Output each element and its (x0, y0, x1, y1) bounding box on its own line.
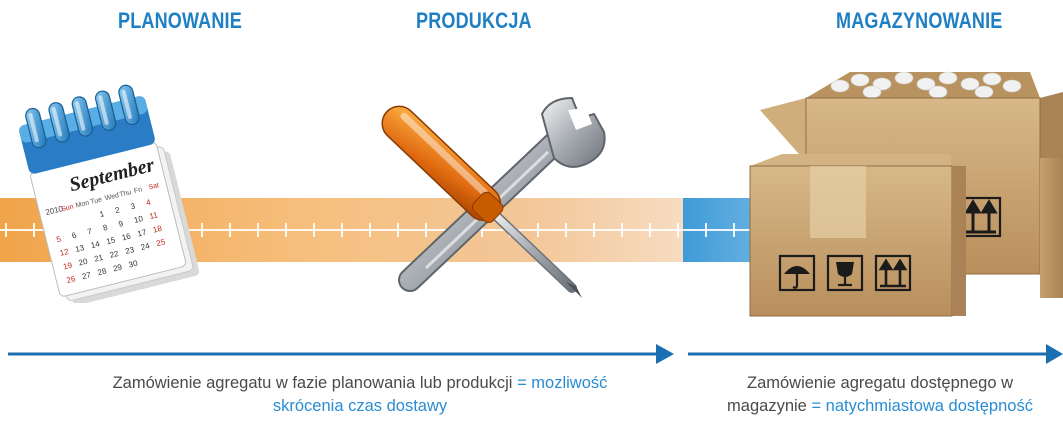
description-storage: Zamówienie agregatu dostępnego w magazyn… (700, 372, 1060, 418)
description-planning-production: Zamówienie agregatu w fazie planowania l… (60, 372, 660, 418)
calendar-day: 10 (133, 214, 144, 225)
this-side-up-icon (874, 254, 912, 292)
calendar-weekday: Thu (119, 189, 133, 199)
calendar-day: 24 (140, 241, 151, 252)
calendar-day: 28 (97, 266, 108, 277)
calendar-day: 13 (74, 243, 85, 254)
calendar-day: 27 (81, 270, 92, 281)
calendar-day: 14 (90, 239, 101, 250)
arrow-storage (688, 344, 1063, 364)
screwdriver-wrench-icon (381, 96, 606, 298)
calendar-day: 25 (155, 237, 166, 248)
calendar-day: 12 (59, 247, 70, 258)
calendar-day: 8 (102, 223, 109, 233)
calendar-weekday: Mon (75, 200, 90, 210)
calendar-day: 23 (124, 245, 135, 256)
calendar-day: 2 (114, 205, 121, 215)
calendar-day: 6 (71, 230, 78, 240)
calendar-year: 2010 (45, 204, 65, 217)
calendar-day: 4 (145, 198, 152, 208)
calendar-day: 11 (149, 210, 160, 221)
title-production: PRODUKCJA (416, 8, 532, 33)
calendar-weekday: Fri (133, 186, 143, 195)
calendar-weekday: Tue (90, 196, 103, 206)
calendar-weekday: Wed (104, 192, 120, 202)
calendar-day: 3 (130, 201, 137, 211)
umbrella-icon (778, 254, 816, 292)
calendar-day: 29 (112, 262, 123, 273)
calendar-day: 21 (93, 253, 104, 264)
calendar-day: 15 (105, 235, 116, 246)
fragile-glass-icon (826, 254, 864, 292)
arrow-planning-production (8, 344, 674, 364)
calendar-day: 18 (152, 224, 163, 235)
calendar-day: 1 (99, 209, 106, 219)
calendar-day: 26 (66, 274, 77, 285)
calendar-day: 9 (118, 219, 125, 229)
description-right-text-1: Zamówienie agregatu dostępnego w (746, 374, 1013, 392)
title-planning: PLANOWANIE (118, 8, 242, 33)
calendar-day: 5 (55, 234, 62, 244)
description-right-text-2: magazynie (727, 397, 807, 415)
cardboard-boxes-icon (749, 71, 1063, 317)
calendar-day: 20 (78, 257, 89, 268)
description-left-highlight-1: = mozliwość (517, 374, 608, 392)
calendar-day: 16 (121, 231, 132, 242)
calendar-day: 17 (136, 228, 147, 239)
calendar-day: 19 (62, 260, 73, 271)
calendar-weekday: Sun (61, 203, 75, 213)
description-left-highlight-2: skrócenia czas dostawy (272, 397, 448, 415)
calendar-day: 22 (109, 249, 120, 260)
calendar-day: 30 (128, 259, 139, 270)
title-storage: MAGAZYNOWANIE (836, 8, 1003, 33)
calendar-weekday: Sat (148, 182, 160, 191)
description-right-highlight: = natychmiastowa dostępność (811, 397, 1033, 415)
calendar-day: 7 (86, 227, 93, 237)
description-left-text: Zamówienie agregatu w fazie planowania l… (112, 374, 513, 392)
